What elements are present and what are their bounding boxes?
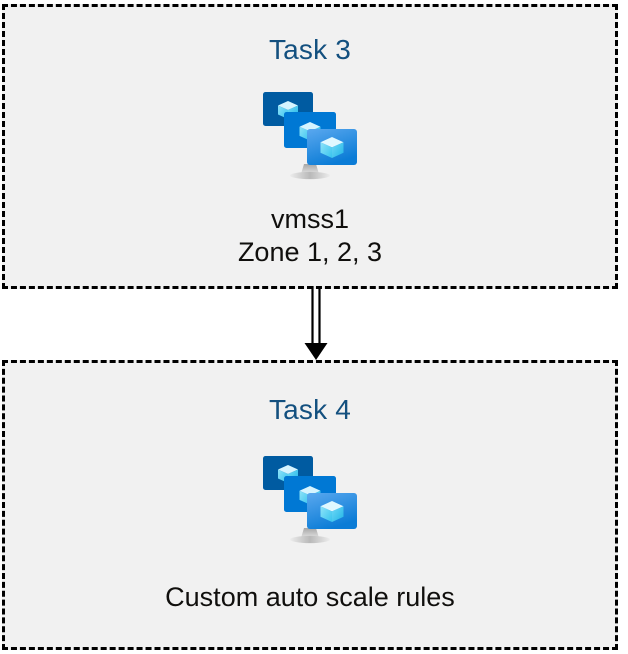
task-title-task3: Task 3 <box>268 34 352 65</box>
caption-line-zones: Zone 1, 2, 3 <box>237 237 383 267</box>
caption-line-vmss-name: vmss1 <box>270 204 349 234</box>
task-box-task4[interactable]: Task 4 <box>2 360 618 650</box>
caption-block-task3: vmss1 Zone 1, 2, 3 <box>238 203 382 269</box>
caption-block-task4: Custom auto scale rules <box>165 581 455 614</box>
virtual-machine-scale-set-icon <box>261 88 359 184</box>
virtual-machine-scale-set-icon <box>261 452 359 548</box>
task-title-task4: Task 4 <box>268 394 352 425</box>
caption-line-autoscale-rules: Custom auto scale rules <box>165 582 455 612</box>
task-box-task3[interactable]: Task 3 <box>2 4 618 289</box>
connector-task3-to-task4 <box>296 286 336 362</box>
